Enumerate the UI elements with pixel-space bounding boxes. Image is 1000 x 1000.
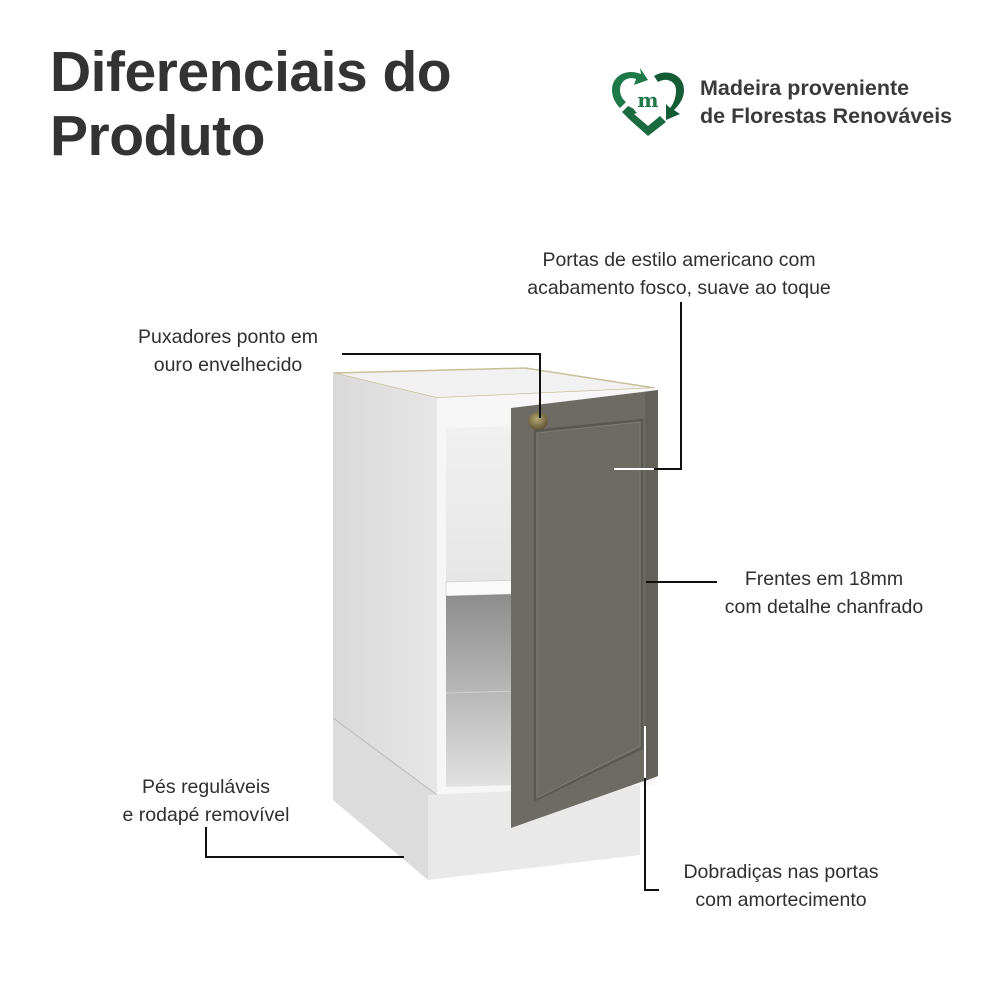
callout-puxadores: Puxadores ponto em ouro envelhecido [112,323,344,379]
callout-portas: Portas de estilo americano com acabament… [496,246,862,302]
callout-pes-line-1: Pés reguláveis [142,776,270,798]
leader-line-pes [205,827,404,858]
badge-text: Madeira proveniente de Florestas Renováv… [700,74,952,130]
leader-lines [205,302,717,891]
callout-puxadores-line-2: ouro envelhecido [153,354,303,376]
leader-line-dobradicas [644,726,659,891]
callout-frentes-line-1: Frentes em 18mm [744,568,904,590]
callout-portas-line-1: Portas de estilo americano com [542,249,816,271]
callout-portas-line-2: acabamento fosco, suave ao toque [527,277,831,299]
callout-dobradicas-line-2: com amortecimento [695,889,867,911]
recycle-heart-m-icon: m [612,68,684,136]
badge-line-2: de Florestas Renováveis [700,104,953,128]
sustainability-badge: m Madeira proveniente de Florestas Renov… [608,66,952,138]
callout-dobradicas-line-1: Dobradiças nas portas [683,861,879,883]
callout-pes-line-2: e rodapé removível [122,804,290,826]
callout-pes: Pés reguláveis e rodapé removível [100,773,312,829]
leader-line-puxadores [342,353,541,418]
badge-line-1: Madeira proveniente [700,76,910,100]
title-line-2: Produto [50,104,265,168]
page-title: Diferenciais do Produto [50,40,452,168]
callout-frentes: Frentes em 18mm com detalhe chanfrado [698,565,950,621]
callout-frentes-line-2: com detalhe chanfrado [724,596,924,618]
svg-text:m: m [637,88,658,112]
title-line-1: Diferenciais do [50,40,452,104]
cabinet-door [511,390,658,828]
callout-dobradicas: Dobradiças nas portas com amortecimento [660,858,902,914]
gold-knob-handle [528,412,548,430]
callout-puxadores-line-1: Puxadores ponto em [138,326,318,348]
